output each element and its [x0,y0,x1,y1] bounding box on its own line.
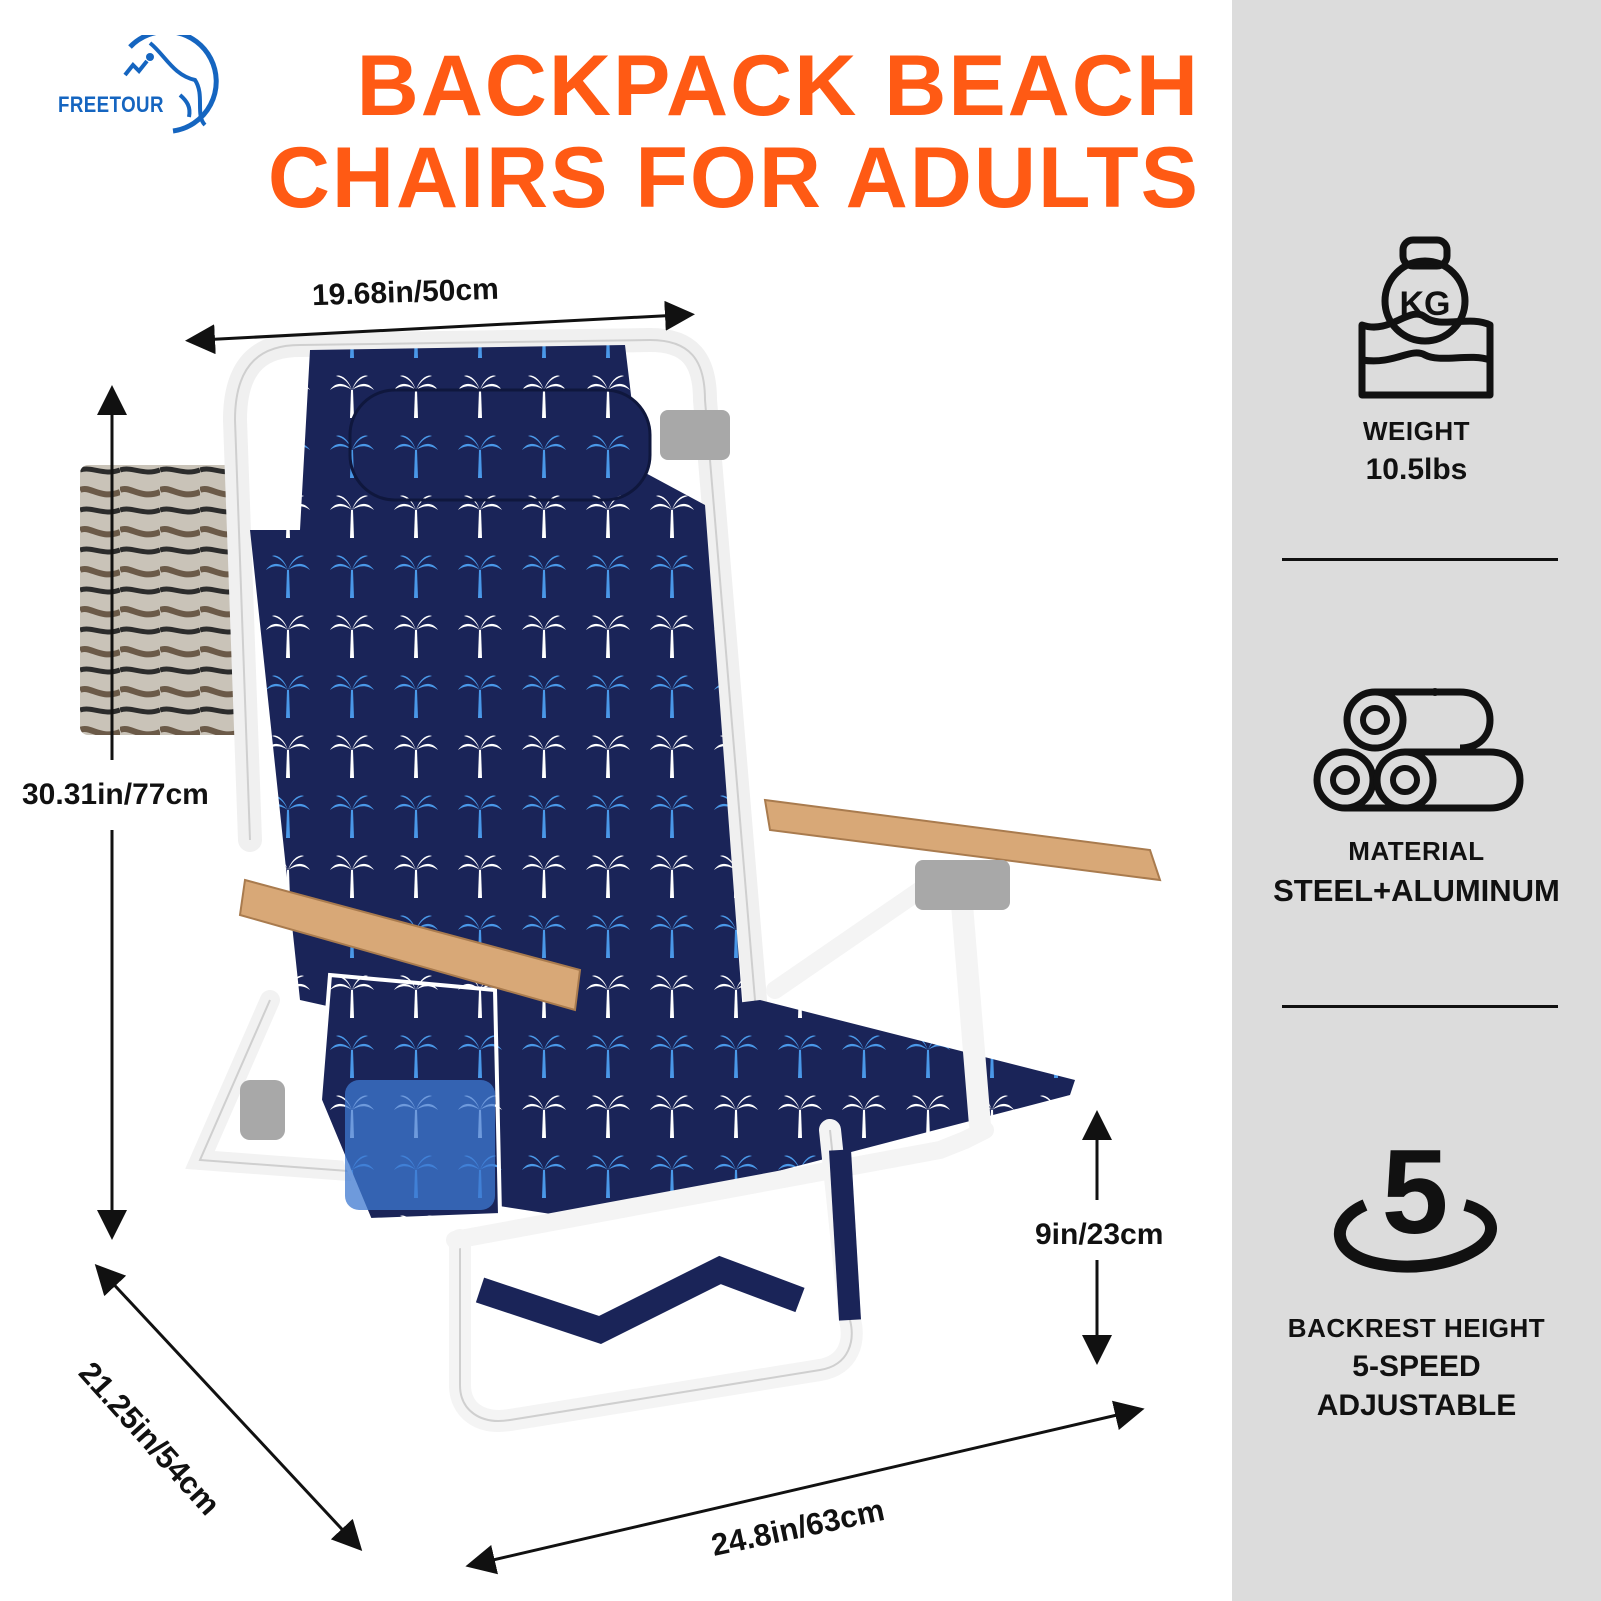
seat-height-label: 9in/23cm [1035,1218,1164,1251]
title-line-1: BACKPACK BEACH [356,38,1200,134]
towel [80,465,245,735]
height-label: 30.31in/77cm [22,778,209,811]
backrest-label: BACKREST HEIGHT [1287,1313,1546,1343]
width-arrow [185,300,695,355]
material-label: MATERIAL [1348,836,1485,866]
weight-kg-icon: KG [1358,236,1494,399]
headrest-pillow [348,388,652,502]
speed-number: 5 [1382,1135,1449,1259]
page-title: BACKPACK BEACH CHAIRS FOR ADULTS [180,40,1200,224]
right-armrest [763,798,1162,882]
backrest-adjust-icon: 5 [1333,1135,1497,1273]
dimension-arrows [94,300,1145,1575]
length-arrow [465,1400,1145,1575]
left-armrest [238,878,582,1012]
backrest-value-line1: 5-SPEED [1352,1350,1481,1383]
depth-arrow [94,1264,363,1551]
weight-label: WEIGHT [1363,416,1470,446]
width-label: 19.68in/50cm [311,272,500,313]
material-value: STEEL+ALUMINUM [1273,873,1560,908]
spec-divider [1282,558,1558,561]
spec-divider [1282,1005,1558,1008]
weight-value: 10.5lbs [1365,453,1468,486]
seat-fabric [440,1000,1075,1220]
backrest-value-line2: ADJUSTABLE [1316,1389,1517,1422]
kg-text: KG [1400,285,1451,323]
brand-logo-text: FREETOUR [58,92,164,117]
backrest-fabric [250,345,745,1040]
material-tubes-icon [1313,688,1524,812]
title-line-2: CHAIRS FOR ADULTS [267,130,1200,226]
